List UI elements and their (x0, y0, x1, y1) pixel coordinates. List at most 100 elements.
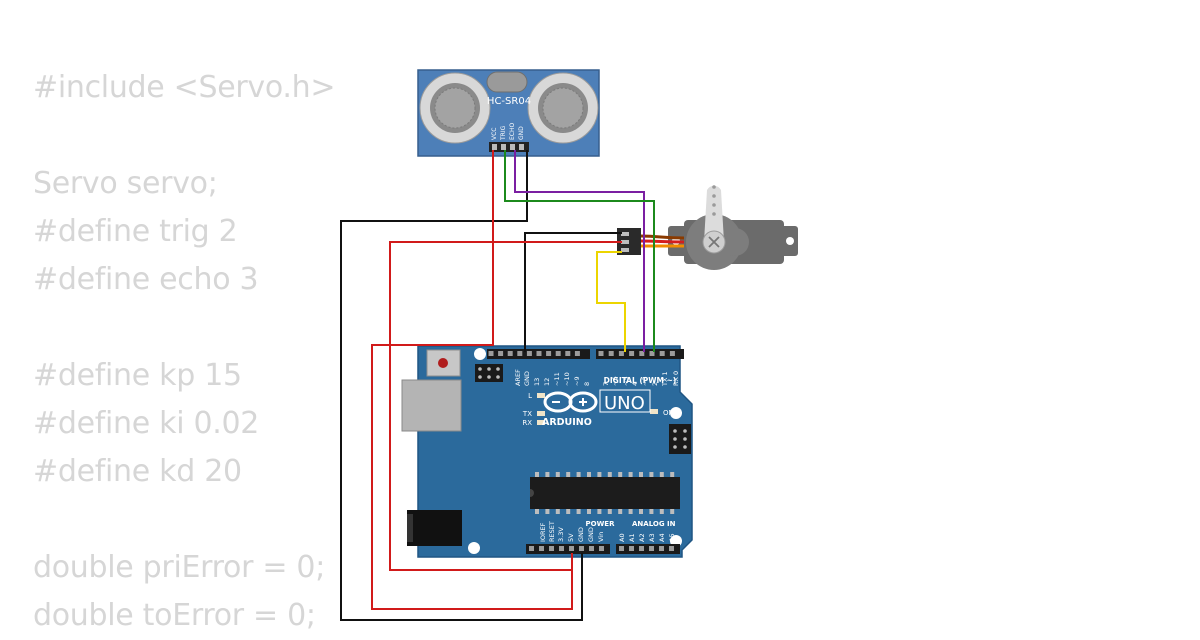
header-pin[interactable] (659, 546, 664, 551)
wire-servo-gnd[interactable] (524, 232, 622, 352)
header-pin[interactable] (608, 351, 614, 356)
header-pin[interactable] (669, 546, 674, 551)
header-pin[interactable] (565, 351, 571, 356)
led-tx (537, 411, 545, 416)
icsp-header-top (475, 364, 503, 382)
power-pin-label: 5V (567, 533, 575, 542)
digital-pin-label: ~9 (573, 376, 581, 386)
wire-servo-vcc[interactable] (389, 241, 622, 571)
sensor-transducer-right (527, 72, 599, 144)
header-pin[interactable] (649, 351, 655, 356)
mount-hole (474, 348, 486, 360)
header-pin[interactable] (599, 546, 604, 551)
digital-pin-label: RX 0 (672, 371, 680, 386)
servo-screw-icon (708, 236, 720, 248)
digital-pin-label: ~11 (553, 372, 561, 386)
power-header-label: POWER (586, 520, 616, 528)
header-pin[interactable] (559, 546, 564, 551)
sensor-transducer-left (419, 72, 491, 144)
header-pin[interactable] (529, 546, 534, 551)
power-pin-label: GND (577, 527, 585, 542)
power-pin-header[interactable] (526, 544, 610, 554)
mount-hole (468, 542, 480, 554)
digital-pin-label: 8 (583, 382, 591, 386)
analog-pin-label: A0 (618, 533, 626, 542)
digital-pin-label: ~5 (622, 376, 630, 386)
header-pin[interactable] (629, 351, 635, 356)
digital-pin-label: 2 (651, 382, 659, 386)
sensor-pin-label-vcc: VCC (491, 128, 498, 140)
ultrasonic-sensor[interactable]: HC-SR04 VCC TRIG ECHO GND (417, 69, 600, 157)
digital-pin-label: ~3 (641, 376, 649, 386)
code-line: #define trig 2 (33, 214, 238, 249)
header-pin[interactable] (569, 546, 574, 551)
code-line: #define kp 15 (33, 358, 242, 393)
code-line: Servo servo; (33, 166, 218, 201)
led-rx-label: RX (522, 419, 532, 427)
header-pin[interactable] (574, 351, 580, 356)
led-rx (537, 420, 545, 425)
analog-pin-label: A5 (668, 533, 676, 542)
header-pin[interactable] (619, 546, 624, 551)
digital-pin-header[interactable] (487, 349, 684, 359)
header-pin[interactable] (517, 351, 523, 356)
wire-sensor-trig[interactable] (504, 150, 655, 352)
header-pin[interactable] (579, 546, 584, 551)
microcontroller-chip (530, 472, 680, 514)
header-pin[interactable] (539, 546, 544, 551)
power-pin-label: GND (587, 527, 595, 542)
wire-sensor-gnd[interactable] (340, 150, 583, 621)
digital-pin-label: 12 (543, 378, 551, 386)
sensor-crystal (486, 71, 528, 93)
power-pin-label: Vin (597, 532, 605, 542)
analog-header-label: ANALOG IN (632, 520, 676, 528)
header-pin[interactable] (507, 351, 513, 356)
usb-connector[interactable] (401, 379, 462, 432)
servo-motor[interactable] (668, 185, 798, 270)
header-pin[interactable] (555, 351, 561, 356)
led-tx-label: TX (522, 410, 532, 418)
wire-sensor-vcc[interactable] (371, 150, 573, 610)
code-line: #define kd 20 (33, 454, 242, 489)
digital-pin-label: GND (523, 371, 531, 386)
uno-label-box (599, 389, 651, 413)
header-pin[interactable] (659, 351, 665, 356)
digital-pin-label: 7 (602, 382, 610, 386)
header-pin[interactable] (669, 351, 675, 356)
sensor-pin-header[interactable] (489, 142, 529, 152)
header-pin[interactable] (618, 351, 624, 356)
header-pin[interactable] (589, 546, 594, 551)
header-pin[interactable] (639, 351, 645, 356)
header-pin[interactable] (488, 351, 494, 356)
analog-pin-label: A1 (628, 533, 636, 542)
code-line: #define ki 0.02 (33, 406, 260, 441)
header-pin[interactable] (546, 351, 552, 356)
led-l (537, 393, 545, 398)
reset-button[interactable] (426, 349, 461, 377)
header-pin[interactable] (526, 351, 532, 356)
power-pin-label: RESET (548, 521, 556, 542)
led-on (650, 409, 658, 414)
digital-pin-label: AREF (514, 369, 522, 386)
code-line: double priError = 0; (33, 550, 326, 585)
code-listing: #include <Servo.h>Servo servo;#define tr… (33, 64, 336, 640)
wire-sensor-echo[interactable] (514, 150, 645, 352)
header-pin[interactable] (498, 351, 504, 356)
power-pin-label: 3.3V (557, 527, 565, 542)
header-pin[interactable] (598, 351, 604, 356)
header-pin[interactable] (639, 546, 644, 551)
digital-pin-label: 4 (631, 382, 639, 386)
power-jack[interactable] (407, 510, 462, 546)
servo-cable (639, 234, 685, 248)
icsp-header-side (669, 424, 691, 454)
servo-gear-boss (721, 228, 749, 256)
header-pin[interactable] (649, 546, 654, 551)
header-pin[interactable] (549, 546, 554, 551)
wire-servo-signal[interactable] (596, 251, 626, 352)
header-pin[interactable] (629, 546, 634, 551)
analog-pin-label: A4 (658, 533, 666, 542)
analog-pin-header[interactable] (616, 544, 680, 554)
header-pin[interactable] (536, 351, 542, 356)
